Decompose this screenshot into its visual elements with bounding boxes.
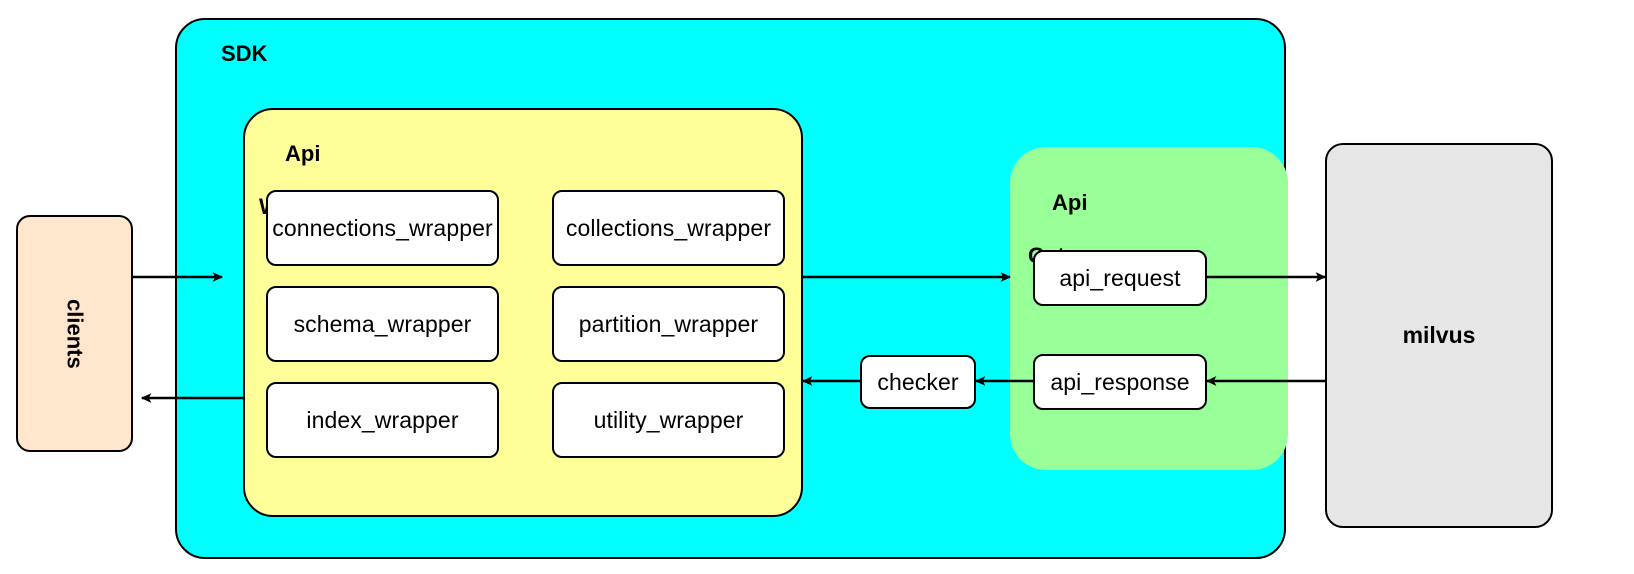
node-api-response[interactable]: api_response [1033, 354, 1207, 410]
node-partition-wrapper[interactable]: partition_wrapper [552, 286, 785, 362]
api-gateway-container[interactable] [1010, 147, 1288, 470]
clients-label: clients [62, 298, 88, 369]
milvus-box[interactable]: milvus [1325, 143, 1553, 528]
node-collections-wrapper[interactable]: collections_wrapper [552, 190, 785, 266]
node-checker[interactable]: checker [860, 355, 976, 409]
node-schema-wrapper[interactable]: schema_wrapper [266, 286, 499, 362]
node-index-wrapper[interactable]: index_wrapper [266, 382, 499, 458]
clients-box[interactable]: clients [16, 215, 133, 452]
node-utility-wrapper[interactable]: utility_wrapper [552, 382, 785, 458]
node-connections-wrapper[interactable]: connections_wrapper [266, 190, 499, 266]
node-api-request[interactable]: api_request [1033, 250, 1207, 306]
